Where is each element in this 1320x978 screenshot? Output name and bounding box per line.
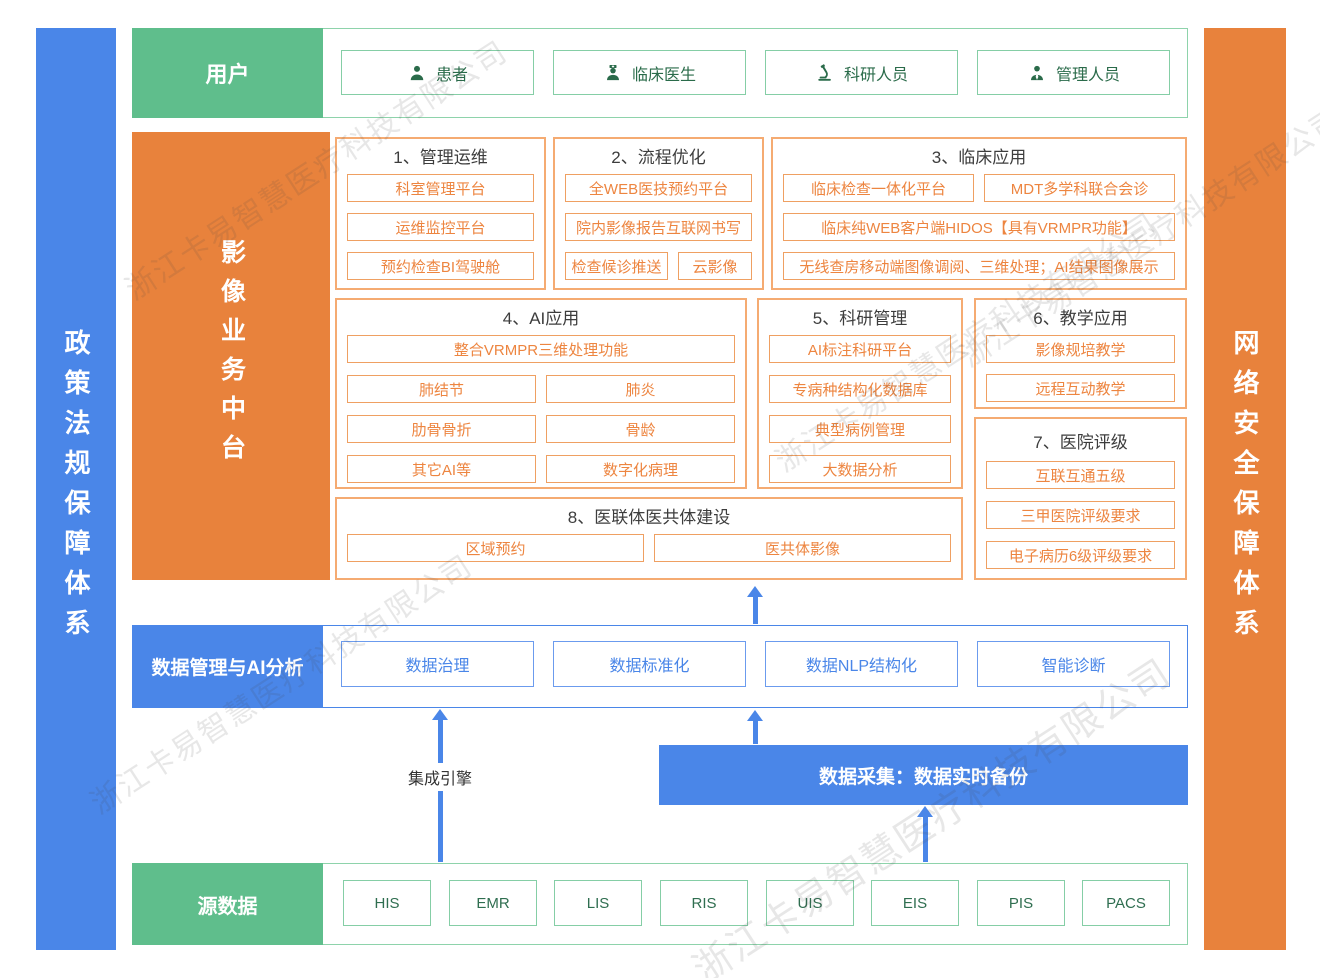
source-data-label: 源数据 <box>132 863 323 945</box>
user-box-clinician-label: 临床医生 <box>631 66 696 84</box>
section-ai-apps: 4、AI应用 整合VRMPR三维处理功能 肺结节 肺炎 肋骨骨折 骨龄 其它AI… <box>335 298 747 489</box>
source-box-ris: RIS <box>660 880 748 926</box>
item: AI标注科研平台 <box>769 335 951 363</box>
data-collect-box: 数据采集：数据实时备份 <box>659 745 1188 805</box>
item: 大数据分析 <box>769 455 951 483</box>
source-data-label-text: 源数据 <box>197 895 258 918</box>
item: 远程互动教学 <box>986 374 1175 402</box>
section-clinical-apps: 3、临床应用 临床检查一体化平台 MDT多学科联合会诊 临床纯WEB客户端HID… <box>771 137 1187 290</box>
user-box-researcher-label: 科研人员 <box>843 66 908 84</box>
item: 区域预约 <box>347 534 644 562</box>
network-security-sidebar: 网络安全保障体系 <box>1204 28 1286 950</box>
item: 无线查房移动端图像调阅、三维处理；AI结果图像展示 <box>783 252 1175 280</box>
source-box-lis: LIS <box>554 880 642 926</box>
integration-engine-arrow <box>432 709 448 862</box>
item: 其它AI等 <box>347 455 536 483</box>
network-security-label: 网络安全保障体系 <box>1230 329 1260 649</box>
user-box-clinician: 临床医生 <box>553 50 746 95</box>
item: 临床检查一体化平台 <box>783 174 974 202</box>
item: MDT多学科联合会诊 <box>984 174 1175 202</box>
admin-icon <box>1030 65 1043 80</box>
source-box-pis: PIS <box>977 880 1065 926</box>
section-hospital-rating-title: 7、医院评级 <box>1033 433 1128 452</box>
source-box-eis: EIS <box>871 880 959 926</box>
data-governance-box: 数据治理 <box>341 641 534 687</box>
policy-regulation-label: 政策法规保障体系 <box>61 329 91 649</box>
section-process-optimization: 2、流程优化 全WEB医技预约平台 院内影像报告互联网书写 检查候诊推送 云影像 <box>553 137 764 290</box>
source-to-collect-arrow <box>917 806 933 862</box>
item: 全WEB医技预约平台 <box>565 174 752 202</box>
users-band-label: 用户 <box>132 28 323 118</box>
item: 肺结节 <box>347 375 536 403</box>
item: 科室管理平台 <box>347 174 534 202</box>
section-medical-alliance-title: 8、医联体医共体建设 <box>567 508 731 527</box>
item: 影像规培教学 <box>986 335 1175 363</box>
source-box-uis: UIS <box>766 880 854 926</box>
item: 电子病历6级评级要求 <box>986 541 1175 569</box>
section-mgmt-ops: 1、管理运维 科室管理平台 运维监控平台 预约检查BI驾驶舱 <box>335 137 546 290</box>
item: 云影像 <box>677 252 752 280</box>
item: 临床纯WEB客户端HIDOS【具有VRMPR功能】 <box>783 213 1175 241</box>
user-box-researcher: 科研人员 <box>765 50 958 95</box>
data-mgmt-label: 数据管理与AI分析 <box>132 625 323 708</box>
item: 运维监控平台 <box>347 213 534 241</box>
item: 医共体影像 <box>654 534 951 562</box>
section-teaching-apps-title: 6、教学应用 <box>1033 309 1128 328</box>
item: 骨龄 <box>546 415 735 443</box>
item: 专病种结构化数据库 <box>769 375 951 403</box>
user-box-admin-label: 管理人员 <box>1055 66 1120 84</box>
section-clinical-apps-title: 3、临床应用 <box>931 148 1027 167</box>
data-nlp-box: 数据NLP结构化 <box>765 641 958 687</box>
item: 典型病例管理 <box>769 415 951 443</box>
microscope-icon <box>818 63 831 81</box>
item: 预约检查BI驾驶舱 <box>347 252 534 280</box>
smart-diagnosis-box: 智能诊断 <box>977 641 1170 687</box>
imaging-platform-label-text: 影像业务中台 <box>217 239 246 473</box>
user-box-admin: 管理人员 <box>977 50 1170 95</box>
users-band-label-text: 用户 <box>205 62 250 87</box>
item: 肺炎 <box>546 375 735 403</box>
section-research-mgmt: 5、科研管理 AI标注科研平台 专病种结构化数据库 典型病例管理 大数据分析 <box>757 298 963 489</box>
section-research-mgmt-title: 5、科研管理 <box>812 309 908 328</box>
item: 院内影像报告互联网书写 <box>565 213 752 241</box>
section-medical-alliance: 8、医联体医共体建设 区域预约 医共体影像 <box>335 497 963 580</box>
up-arrow <box>747 586 763 624</box>
item: 数字化病理 <box>546 455 735 483</box>
policy-regulation-sidebar: 政策法规保障体系 <box>36 28 116 950</box>
section-process-optimization-title: 2、流程优化 <box>611 148 706 167</box>
user-box-patient-label: 患者 <box>435 66 468 84</box>
doctor-icon <box>606 64 619 80</box>
item: 整合VRMPR三维处理功能 <box>347 335 735 363</box>
integration-engine-label: 集成引擎 <box>402 763 478 791</box>
item: 检查候诊推送 <box>565 252 668 280</box>
source-box-pacs: PACS <box>1082 880 1170 926</box>
source-box-emr: EMR <box>449 880 537 926</box>
data-mgmt-label-text: 数据管理与AI分析 <box>151 658 304 679</box>
data-standardization-box: 数据标准化 <box>553 641 746 687</box>
imaging-platform-label: 影像业务中台 <box>132 132 330 580</box>
section-teaching-apps: 6、教学应用 影像规培教学 远程互动教学 <box>974 298 1187 409</box>
section-ai-apps-title: 4、AI应用 <box>502 309 580 328</box>
item: 三甲医院评级要求 <box>986 501 1175 529</box>
collect-to-mgmt-arrow <box>747 710 763 744</box>
user-box-patient: 患者 <box>341 50 534 95</box>
item: 肋骨骨折 <box>347 415 536 443</box>
section-mgmt-ops-title: 1、管理运维 <box>393 148 488 167</box>
section-hospital-rating: 7、医院评级 互联互通五级 三甲医院评级要求 电子病历6级评级要求 <box>974 417 1187 580</box>
source-box-his: HIS <box>343 880 431 926</box>
patient-icon <box>410 65 424 80</box>
item: 互联互通五级 <box>986 461 1175 489</box>
